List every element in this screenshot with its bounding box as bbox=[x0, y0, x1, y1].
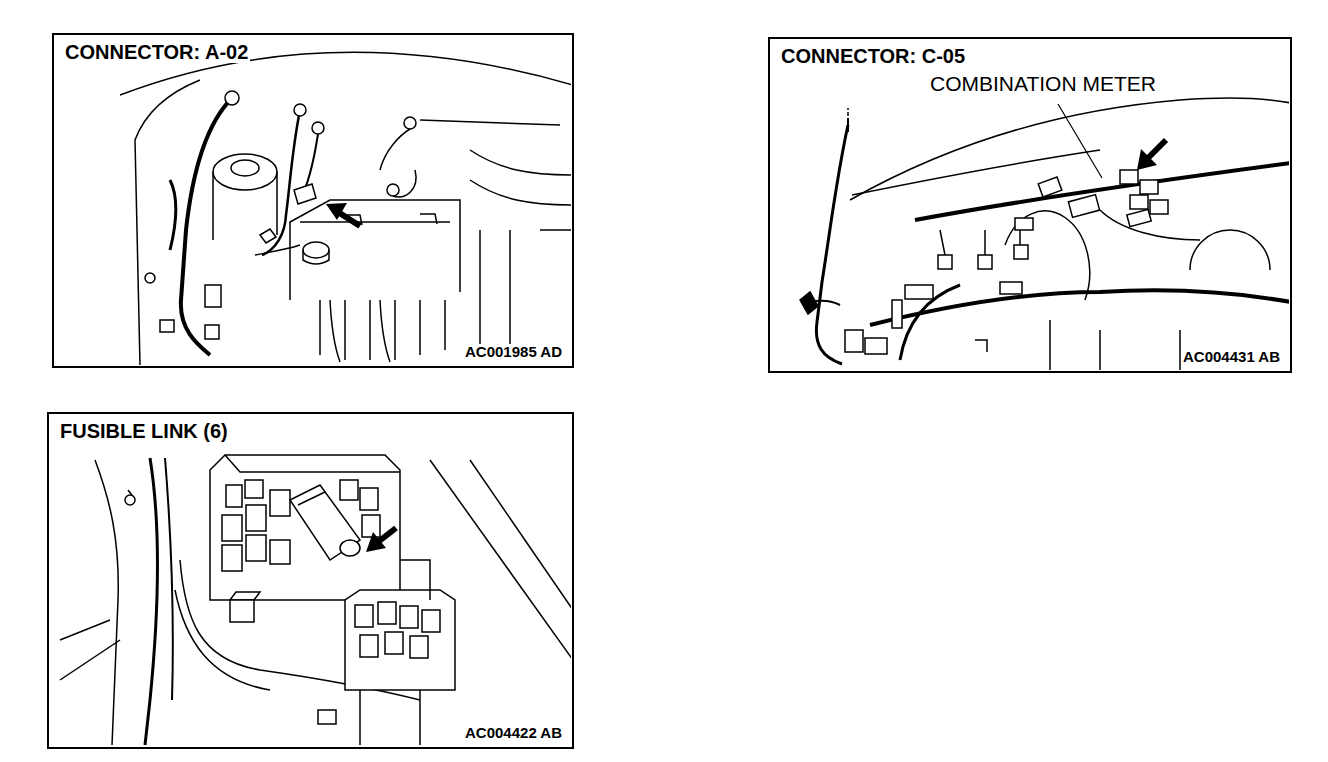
pointer-arrow bbox=[1137, 140, 1166, 170]
engine-bay-drawing bbox=[120, 52, 571, 365]
figure-panel: FUSIBLE LINK (6) AC004422 AB bbox=[47, 412, 574, 749]
figure-code: AC001985 AD bbox=[463, 344, 564, 361]
panel-heading: CONNECTOR: A-02 bbox=[63, 41, 250, 63]
panel-heading: CONNECTOR: C-05 bbox=[779, 45, 967, 67]
part-name: COMBINATION METER bbox=[928, 72, 1158, 95]
figure-panel: CONNECTOR: A-02AC001985 AD bbox=[52, 33, 574, 368]
dash-harness-drawing bbox=[800, 98, 1289, 370]
panel-heading: FUSIBLE LINK (6) bbox=[58, 420, 230, 442]
pointer-arrow bbox=[326, 203, 360, 226]
label-holder: COMBINATION METER bbox=[928, 72, 1158, 96]
pointer-arrow bbox=[366, 528, 396, 552]
leader-line bbox=[1058, 104, 1102, 178]
figure-code: AC004422 AB bbox=[463, 725, 564, 742]
fuse-box-drawing bbox=[60, 455, 571, 745]
figure-code: AC004431 AB bbox=[1181, 349, 1282, 366]
